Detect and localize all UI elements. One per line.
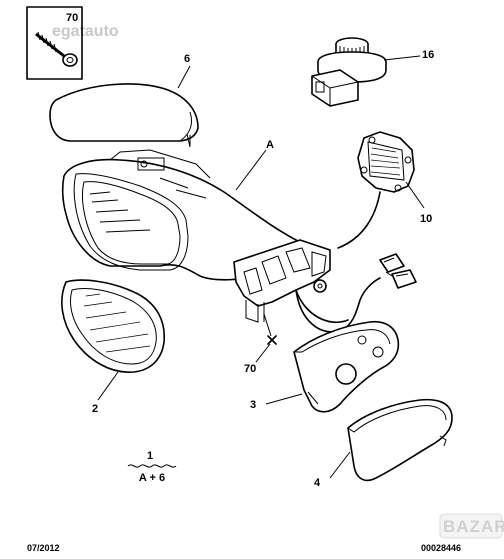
callout-2: 2 (92, 403, 98, 415)
part-6-mirror-cap: 6 (49, 53, 199, 148)
watermark-top: egatauto (52, 23, 119, 40)
inset-screw-box: 70 (26, 6, 83, 80)
part-16-adjuster-switch: 16 (311, 37, 434, 107)
callout-70: 70 (244, 363, 256, 375)
watermark-logo: BAZAR (439, 513, 504, 539)
callout-10: 10 (420, 213, 432, 225)
legend-assembly: 1 A + 6 (127, 450, 177, 484)
legend-number: 1 (147, 450, 153, 462)
inset-label: 70 (66, 12, 78, 24)
callout-3: 3 (250, 399, 256, 411)
watermark-bottom: BAZAR (443, 517, 504, 536)
part-10-motor-unit: 10 (337, 131, 432, 249)
callout-4: 4 (314, 477, 321, 489)
callout-6: 6 (184, 53, 190, 65)
wiring-harness (295, 253, 417, 333)
callout-A: A (266, 139, 274, 151)
footer-code: 00028446 (421, 543, 461, 553)
part-3-lower-trim: 3 (250, 320, 400, 413)
footer-date: 07/2012 (27, 543, 60, 553)
legend-formula: A + 6 (139, 472, 165, 484)
mounting-bracket (233, 239, 331, 323)
part-2-mirror-glass: 2 (61, 279, 165, 415)
part-70-screw-marker: 70 (244, 313, 277, 375)
part-4-cover: 4 (314, 398, 453, 489)
callout-16: 16 (422, 49, 434, 61)
screw-icon (35, 31, 78, 67)
